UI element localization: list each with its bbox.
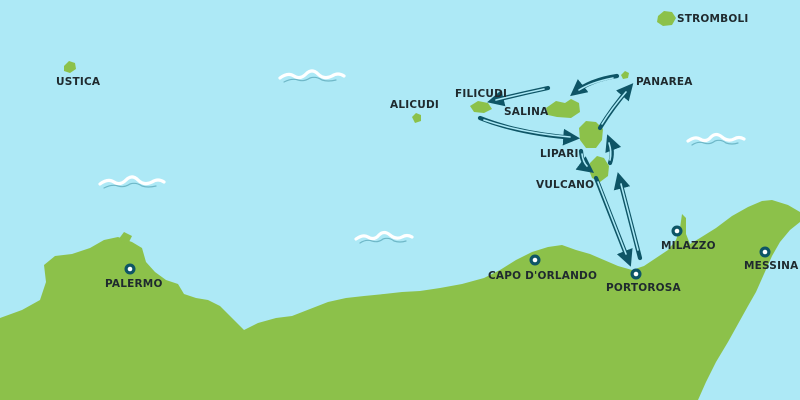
route-arrow-icon: [605, 134, 622, 166]
label-portorosa: PORTOROSA: [606, 282, 681, 294]
port-marker-icon[interactable]: [630, 268, 642, 280]
label-lipari: LIPARI: [540, 148, 579, 160]
label-ustica: USTICA: [56, 76, 101, 88]
label-salina: SALINA: [504, 106, 549, 118]
port-marker-icon[interactable]: [671, 225, 683, 237]
island-stromboli: [657, 11, 676, 26]
label-vulcano: VULCANO: [536, 179, 594, 191]
label-milazzo: MILAZZO: [661, 240, 716, 252]
port-marker-icon[interactable]: [124, 263, 136, 275]
island-alicudi: [412, 113, 421, 123]
wave-icon: [278, 69, 346, 83]
island-lipari: [579, 121, 603, 148]
island-salina: [546, 99, 580, 118]
route-arrow-icon: [477, 115, 581, 146]
palermo-cape: [118, 232, 132, 244]
island-filicudi: [470, 101, 492, 113]
route-arrow-icon: [613, 172, 643, 261]
label-filicudi: FILICUDI: [455, 88, 507, 100]
port-marker-icon[interactable]: [759, 246, 771, 258]
label-palermo: PALERMO: [105, 278, 163, 290]
route-arrow-icon: [597, 83, 634, 131]
label-capo-dorlando: CAPO D'ORLANDO: [488, 270, 597, 282]
route-arrow-icon: [575, 148, 595, 174]
label-alicudi: ALICUDI: [390, 99, 439, 111]
wave-icon: [686, 132, 746, 146]
sicily-mainland: [0, 200, 800, 400]
label-stromboli: STROMBOLI: [677, 13, 749, 25]
island-panarea: [621, 71, 629, 79]
route-arrow-icon: [593, 175, 633, 267]
wave-icon: [98, 175, 166, 189]
route-arrow-icon: [570, 73, 620, 97]
label-panarea: PANAREA: [636, 76, 693, 88]
wave-icon: [354, 230, 414, 244]
route-arrow-icon: [487, 85, 551, 107]
island-ustica: [64, 61, 76, 73]
port-marker-icon[interactable]: [529, 254, 541, 266]
label-messina: MESSINA: [744, 260, 799, 272]
